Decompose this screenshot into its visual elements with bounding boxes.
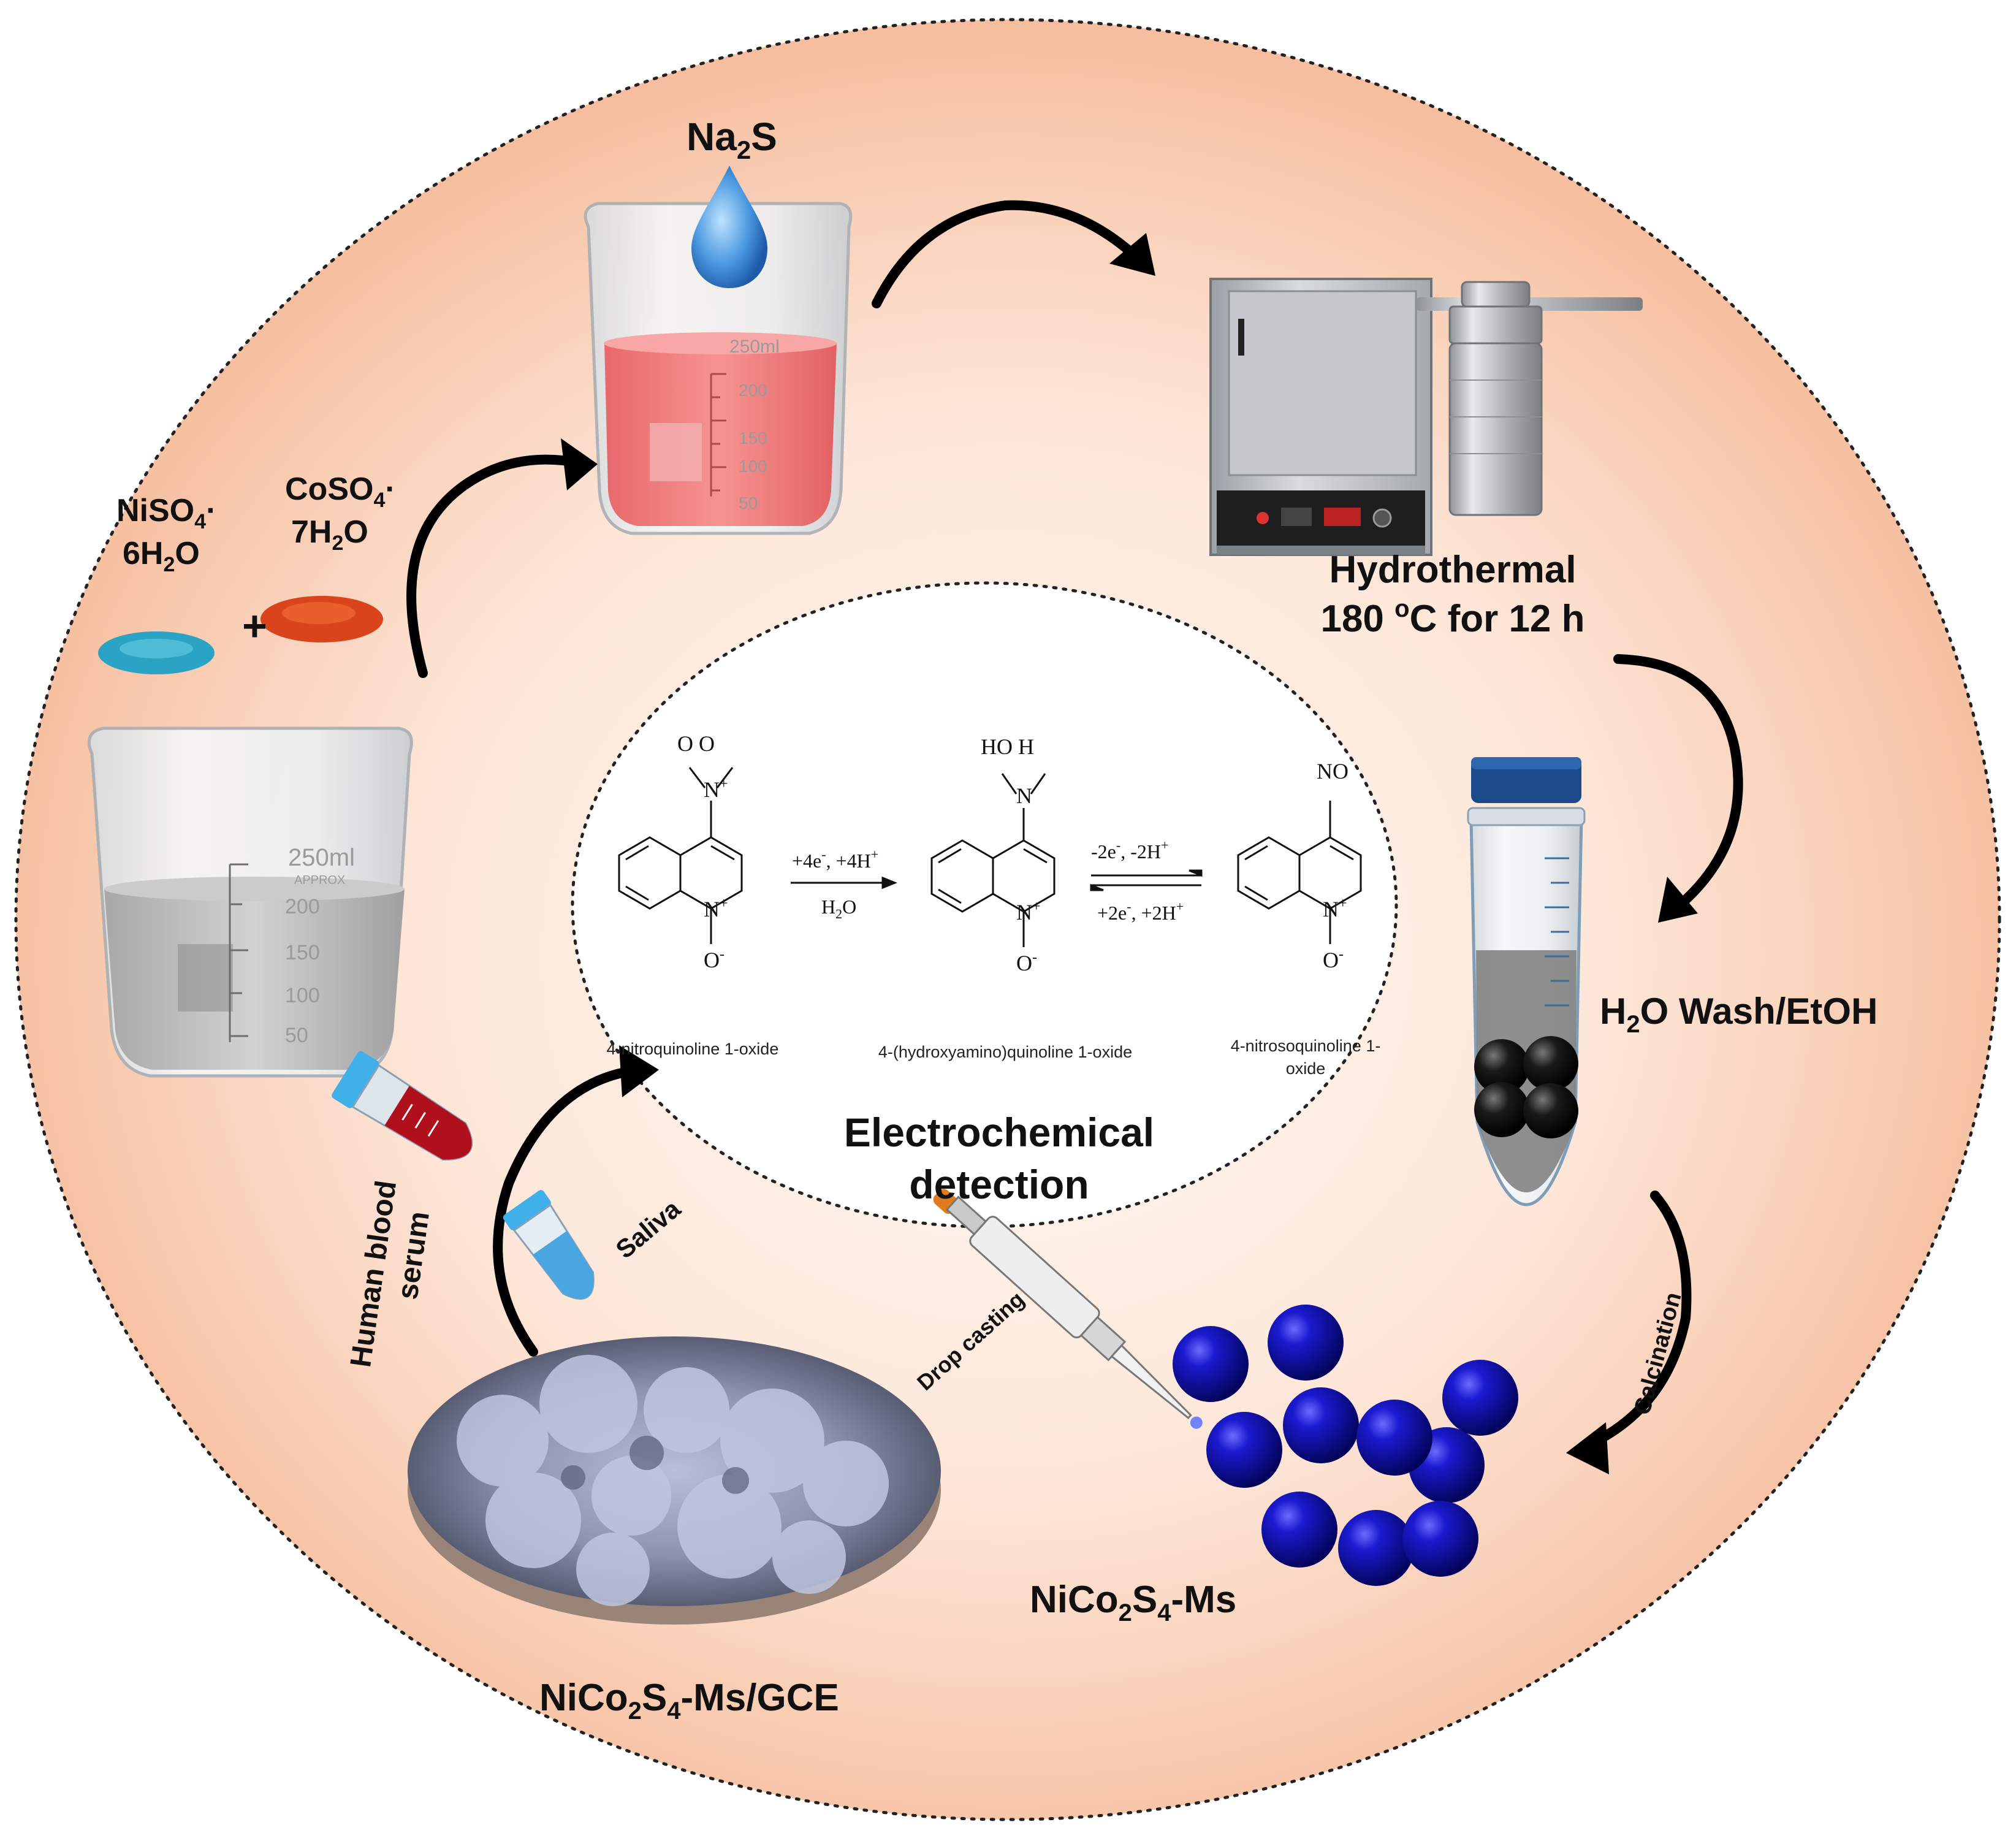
red-beaker-tick-100: 100 <box>739 457 767 476</box>
step2-bottom: +2e-, +2H+ <box>1097 899 1184 924</box>
red-beaker-capacity: 250ml <box>729 337 780 357</box>
electrochemical-label: Electrochemical <box>844 1110 1154 1155</box>
hydrothermal-label: Hydrothermal <box>1329 549 1576 591</box>
compound1-name: 4-nitroquinoline 1-oxide <box>607 1040 779 1058</box>
grey-beaker-tick-50: 50 <box>285 1024 308 1047</box>
nico2s4-spheres <box>1173 1305 1518 1586</box>
coso4-hydrate-label: 7H2O <box>291 514 368 555</box>
compound1-top-group: O O <box>677 731 715 756</box>
compound2-top-group: HO H <box>981 734 1034 759</box>
arrowhead-red-beaker <box>561 438 598 490</box>
arrowhead-spheres <box>1566 1422 1609 1474</box>
step1-bottom: H2O <box>821 896 856 921</box>
arrowhead-oven <box>1109 233 1155 276</box>
compound3-name-line1: 4-nitrosoquinoline 1- <box>1231 1037 1381 1055</box>
step1-top: +4e-, +4H+ <box>792 847 878 872</box>
grey-beaker-tick-100: 100 <box>285 984 320 1007</box>
hydrothermal-oven <box>1209 278 1432 556</box>
arrowhead-tube <box>1658 877 1698 923</box>
compound3-name-line2: oxide <box>1286 1059 1326 1078</box>
compound3-ring-n: N+ <box>1323 896 1347 921</box>
grey-beaker-tick-150: 150 <box>285 941 320 964</box>
hydrothermal-condition-label: 180 oC for 12 h <box>1320 595 1584 640</box>
arrow-to-detection <box>493 1065 645 1357</box>
beaker-red: 250ml 200 150 100 50 <box>584 202 853 535</box>
arrow-to-spheres <box>1580 1191 1692 1452</box>
red-beaker-tick-50: 50 <box>739 494 758 513</box>
pipette <box>933 1189 1203 1429</box>
arrow-to-tube <box>1613 654 1743 915</box>
niso4-hydrate-label: 6H2O <box>123 536 200 576</box>
compound3-top-group: NO <box>1317 759 1348 783</box>
blood-serum-tube <box>332 1051 473 1160</box>
reaction-scheme <box>618 767 1362 947</box>
na2s-label: Na2S <box>687 115 777 164</box>
compound2-mid-n: N <box>1016 783 1032 808</box>
nico2s4-ms-label: NiCo2S4-Ms <box>1030 1579 1236 1626</box>
grey-beaker-approx: APPROX <box>294 874 345 887</box>
saliva-tube <box>503 1190 595 1300</box>
plus-sign: + <box>242 602 267 650</box>
coso4-label: CoSO4· <box>285 471 396 512</box>
wash-label: H2O Wash/EtOH <box>1600 991 1877 1038</box>
compound2-o-minus: O- <box>1016 950 1037 975</box>
autoclave-reactor <box>1416 281 1643 516</box>
grey-beaker-capacity: 250ml <box>288 844 355 871</box>
reaction-labels: O O N+ N+ O- 4-nitroquinoline 1-oxide HO… <box>607 731 1381 1078</box>
beaker-grey: 250ml APPROX 200 150 100 50 <box>88 726 413 1078</box>
arrow-to-red-beaker <box>406 454 584 678</box>
red-beaker-tick-200: 200 <box>739 381 767 400</box>
compound1-o-minus: O- <box>704 947 725 972</box>
niso4-label: NiSO4· <box>116 493 216 533</box>
arrow-heads <box>561 233 1698 1474</box>
arrowhead-detection <box>619 1045 659 1097</box>
grey-beaker-tick-200: 200 <box>285 895 320 918</box>
hydroxyaminoquinoline-structure <box>930 773 1056 947</box>
compound2-name: 4-(hydroxyamino)quinoline 1-oxide <box>878 1043 1132 1061</box>
red-beaker-tick-150: 150 <box>739 429 767 448</box>
compound2-ring-n: N+ <box>1016 899 1041 924</box>
nico2s4-gce-label: NiCo2S4-Ms/GCE <box>539 1677 839 1724</box>
arrow-to-oven <box>872 200 1145 308</box>
detection-label: detection <box>909 1162 1089 1207</box>
process-arrows <box>406 200 1743 1452</box>
compound3-o-minus: O- <box>1323 947 1344 972</box>
nitrosoquinoline-structure <box>1237 801 1362 944</box>
gce-electrode-disc <box>408 1336 941 1625</box>
nitroquinoline-structure <box>618 767 743 944</box>
compound1-ring-n: N+ <box>704 896 728 921</box>
water-drop-icon <box>691 166 767 288</box>
step2-top: -2e-, -2H+ <box>1091 837 1168 863</box>
centrifuge-tube <box>1467 757 1586 1206</box>
